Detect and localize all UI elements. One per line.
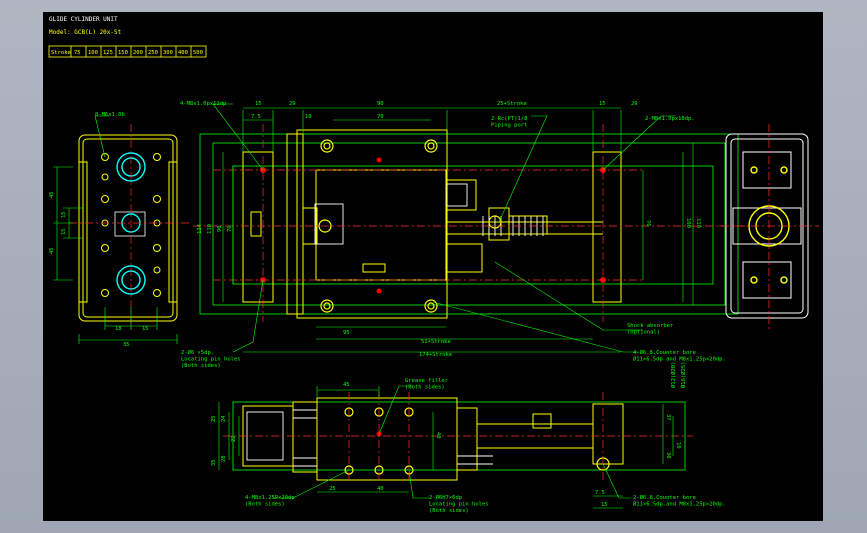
dim-label: 25	[329, 486, 336, 492]
stroke-cell: 500	[193, 50, 203, 56]
stroke-cell: 125	[103, 50, 113, 56]
dim-label: 110	[207, 224, 213, 234]
model-label: Model: GCB(L) 20x-St	[49, 29, 122, 36]
grease-filler-note: Grease filler(Both sides)	[405, 378, 449, 391]
dim-label: 76	[645, 220, 651, 227]
side-view: 45 25 40 7.5 15 25 24 35 28 22 40 37 30 …	[211, 362, 726, 515]
dim-label: 10	[675, 442, 681, 449]
drawing-svg: GLIDE CYLINDER UNIT Model: GCB(L) 20x-St…	[48, 16, 819, 515]
dim-label: 90	[377, 101, 384, 107]
stroke-cell: 200	[133, 50, 143, 56]
dim-label: 30	[665, 452, 671, 459]
dim-label: 25	[211, 415, 217, 422]
dim-label: 110	[695, 218, 701, 228]
dim-label: 51+Stroke	[421, 339, 451, 345]
dim-label: 35	[211, 459, 217, 466]
tap-note-front-left: 8-M6x1.0b	[95, 112, 125, 118]
dim-label: 76	[227, 225, 233, 232]
stroke-table-text: Stroke 75 100 125 150 200 250 300 400 50…	[51, 50, 203, 56]
dim-label: 40	[435, 432, 441, 439]
dim-label: 7.5	[595, 490, 605, 496]
stroke-cell: 150	[118, 50, 128, 56]
dim-label: Ø16(Ø25)	[680, 362, 687, 389]
dim-label: 124	[197, 223, 203, 234]
locating-pin-note-top: 2-Ø6 ×5dp.Locating pin holes(Both sides)	[181, 349, 241, 369]
dim-label: 45	[49, 191, 55, 198]
dim-label: 15	[61, 211, 67, 218]
dim-label: 35	[123, 342, 130, 348]
dim-label: 18	[115, 326, 122, 332]
stroke-table-label: Stroke	[51, 50, 71, 56]
dim-label: 15	[142, 326, 149, 332]
dim-label: 15	[599, 101, 606, 107]
drawing-title: GLIDE CYLINDER UNIT	[49, 16, 118, 23]
stroke-cell: 400	[178, 50, 188, 56]
stroke-cell: 300	[163, 50, 173, 56]
dim-label: 15	[255, 101, 262, 107]
dim-label: 45	[49, 247, 55, 254]
stroke-cell: 75	[74, 50, 81, 56]
dim-label: 10	[305, 114, 312, 120]
dim-label: 174+Stroke	[419, 352, 452, 358]
dim-label: 90	[217, 225, 223, 232]
dim-label: 25+Stroke	[497, 101, 527, 107]
dim-label: 40	[377, 486, 384, 492]
left-end-view: 45 15 15 45 18 15 35 8-M6x1.0b	[49, 112, 189, 348]
dim-label: Ø12(Ø20)	[670, 362, 677, 389]
dim-label: 28	[221, 455, 227, 462]
dim-label: 29	[289, 101, 296, 107]
dim-label: 45	[343, 382, 350, 388]
stroke-cell: 100	[88, 50, 98, 56]
right-end-view	[719, 124, 819, 330]
dim-label: 70	[377, 114, 384, 120]
dim-label: 29	[631, 101, 638, 107]
dim-label: 7.5	[251, 114, 261, 120]
stroke-cell: 250	[148, 50, 158, 56]
tap-note-top-right: 2-M8x1.0px10dp.	[645, 116, 695, 122]
dim-label: 24	[221, 415, 227, 422]
dim-label: 15	[61, 228, 67, 235]
shock-absorber-note: Shock absorber(Optional)	[627, 323, 674, 336]
cad-drawing-canvas: GLIDE CYLINDER UNIT Model: GCB(L) 20x-St…	[43, 12, 823, 521]
main-plan-view: 15 29 90 25+Stroke 15 29 7.5 10 70 124 1…	[180, 101, 748, 369]
dim-label: 95	[343, 330, 350, 336]
tap-note-bottom-left: 4-M8x1.25P×20dp(Both sides)	[245, 495, 295, 508]
dim-label: 100	[685, 218, 691, 228]
stroke-table	[48, 45, 207, 58]
dim-label: 22	[231, 435, 237, 442]
dim-label: 37	[665, 414, 671, 421]
tap-note-top-left: 4-M8x1.0px12dp	[180, 101, 226, 107]
dim-label: 15	[601, 502, 608, 508]
